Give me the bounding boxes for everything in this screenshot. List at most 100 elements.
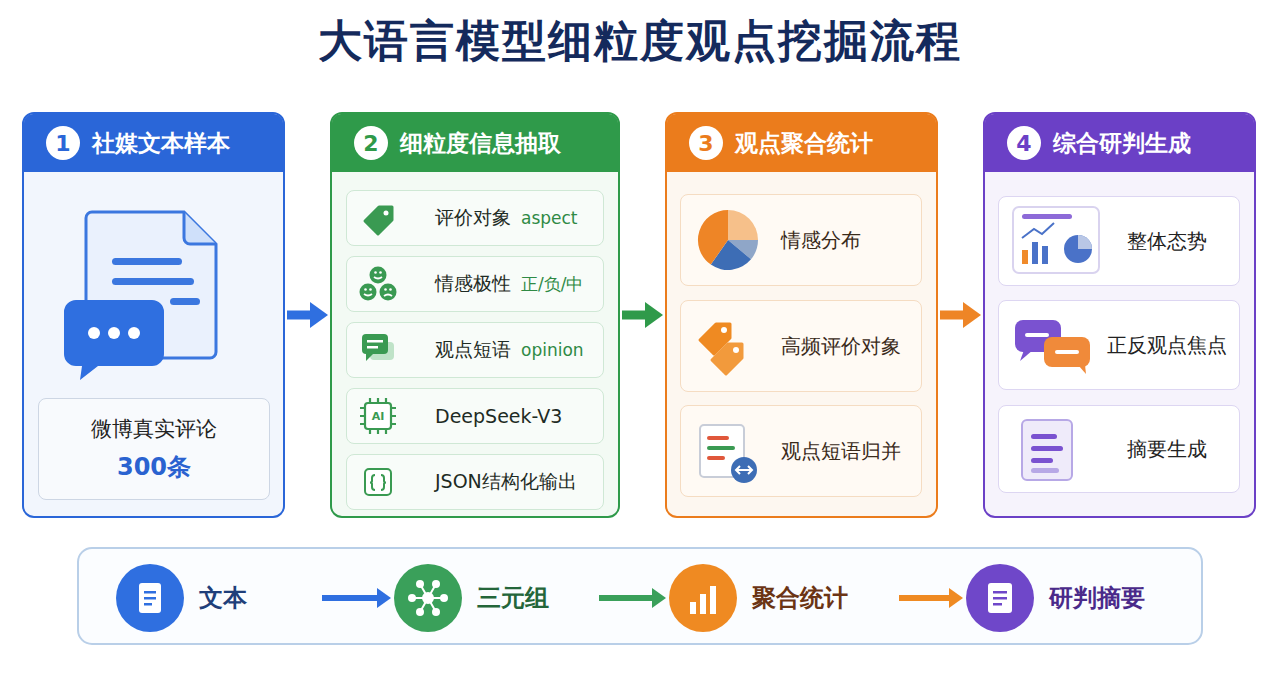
tags-icon-part xyxy=(721,327,727,333)
item-label: 摘要生成 xyxy=(1127,436,1207,463)
speech-icon-part xyxy=(366,353,374,361)
pie-icon-part xyxy=(698,210,728,265)
chat-bubble-illustration xyxy=(64,300,164,380)
step-label: 聚合统计 xyxy=(752,582,848,614)
dashboard-icon-part xyxy=(1022,223,1054,238)
triple-circle-icon-part xyxy=(416,608,424,616)
triple-circle-icon-part xyxy=(432,608,440,616)
detail-box: 观点短语opinion xyxy=(346,322,604,378)
dashboard-icon-part xyxy=(1022,250,1028,264)
text-row: 评价对象aspect xyxy=(435,191,599,245)
arrow-shaft xyxy=(287,311,312,320)
stage-card: 1社媒文本样本微博真实评论300条 xyxy=(22,112,285,518)
item-label: JSON结构化输出 xyxy=(435,469,577,495)
json-icon-part xyxy=(381,475,386,490)
text-row: 摘要生成 xyxy=(1095,406,1239,492)
text-row: 整体态势 xyxy=(1095,197,1239,285)
dashboard-icon-part xyxy=(1022,214,1072,219)
stage-card: 2细粒度信息抽取评价对象aspect情感极性正/负/中观点短语opinionDe… xyxy=(330,112,620,518)
debate-bubbles-icon-part xyxy=(1020,350,1033,361)
text-circle-icon-part xyxy=(139,583,161,613)
faces-icon-part xyxy=(380,284,397,301)
triple-circle-icon-part xyxy=(416,580,424,588)
arrow-head xyxy=(377,588,391,608)
faces-icon-part xyxy=(370,267,387,284)
merge-doc-icon-part xyxy=(731,457,757,483)
card-header: 4 综合研判生成 xyxy=(985,114,1254,172)
summary-circle-icon-part xyxy=(993,591,1007,594)
dashboard-icon-part xyxy=(1032,242,1038,264)
summary-circle-icon-part xyxy=(993,597,1007,600)
text-circle-icon-part xyxy=(144,591,156,594)
text-row: 聚合统计 xyxy=(752,566,897,630)
tags-icon-part xyxy=(700,324,730,354)
card-title: 综合研判生成 xyxy=(1053,128,1191,159)
merge-doc-icon-part xyxy=(707,436,729,440)
arrow-shaft xyxy=(622,311,647,320)
step-number: 3 xyxy=(689,126,723,160)
dashboard-icon xyxy=(1013,207,1099,273)
chat-bubble-illustration-part xyxy=(64,300,164,380)
arrow-shaft xyxy=(599,595,654,601)
document-illustration-part xyxy=(86,212,216,358)
speech-icon xyxy=(362,334,394,361)
flow-arrow xyxy=(322,588,391,608)
flow-arrow xyxy=(940,302,981,328)
arrow-head xyxy=(310,302,328,328)
faces-icon-part xyxy=(364,288,367,291)
triple-circle-icon-part xyxy=(394,564,462,632)
chat-bubble-illustration-part xyxy=(108,327,120,339)
detail-box: 评价对象aspect xyxy=(346,190,604,246)
arrow-shaft xyxy=(322,595,379,601)
faces-icon-part xyxy=(369,288,372,291)
term-hint: opinion xyxy=(521,340,584,360)
json-icon xyxy=(365,469,391,495)
stats-circle-icon-part xyxy=(710,586,716,614)
stats-circle-icon-part xyxy=(700,594,706,614)
triple-circle-icon-part xyxy=(408,594,416,602)
item-label: 高频评价对象 xyxy=(781,333,901,360)
step-number: 4 xyxy=(1007,126,1041,160)
summary-doc-icon-part xyxy=(1031,468,1059,473)
item-label: 情感分布 xyxy=(781,227,861,254)
chip-icon-part xyxy=(365,403,391,429)
tag-icon xyxy=(365,207,392,234)
step-label: 文本 xyxy=(199,582,247,614)
pie-icon-part xyxy=(728,240,758,259)
flow-arrow xyxy=(622,302,663,328)
chat-bubble-illustration-part xyxy=(128,327,140,339)
chat-bubble-illustration-part xyxy=(88,327,100,339)
summary-doc-icon xyxy=(1022,420,1072,480)
text-row: 情感极性正/负/中 xyxy=(435,257,599,311)
pipeline-step: 文本 xyxy=(115,566,320,630)
flow-arrow xyxy=(899,588,963,608)
merge-doc-icon xyxy=(700,425,757,483)
flow-arrow xyxy=(599,588,666,608)
faces-icon-part xyxy=(364,294,372,296)
detail-box: 情感极性正/负/中 xyxy=(346,256,604,312)
detail-box: 高频评价对象 xyxy=(680,300,922,392)
text-row: 观点短语归并 xyxy=(781,406,917,496)
summary-circle-icon-part xyxy=(966,564,1034,632)
debate-bubbles-icon-part xyxy=(1055,350,1079,354)
text-row: 高频评价对象 xyxy=(781,301,917,391)
pie-icon xyxy=(698,210,758,270)
document-illustration xyxy=(86,212,216,358)
stage-card: 4综合研判生成整体态势正反观点焦点摘要生成 xyxy=(983,112,1256,518)
item-label: 观点短语归并 xyxy=(781,438,901,465)
merge-doc-icon-part xyxy=(736,466,752,474)
speech-icon-part xyxy=(367,346,378,349)
flow-arrow xyxy=(287,302,328,328)
text-row: 文本 xyxy=(199,566,320,630)
arrow-shaft xyxy=(899,595,951,601)
text-row: 微博真实评论300条 xyxy=(39,399,269,499)
tags-icon-part xyxy=(733,347,739,353)
text-row: DeepSeek-V3 xyxy=(435,389,599,443)
document-illustration-part xyxy=(112,258,182,265)
stats-circle-icon xyxy=(669,564,737,632)
text-row: JSON结构化输出 xyxy=(435,455,599,509)
detail-box: 摘要生成 xyxy=(998,405,1240,493)
arrow-head xyxy=(963,302,981,328)
pipeline-step: 聚合统计 xyxy=(668,566,897,630)
